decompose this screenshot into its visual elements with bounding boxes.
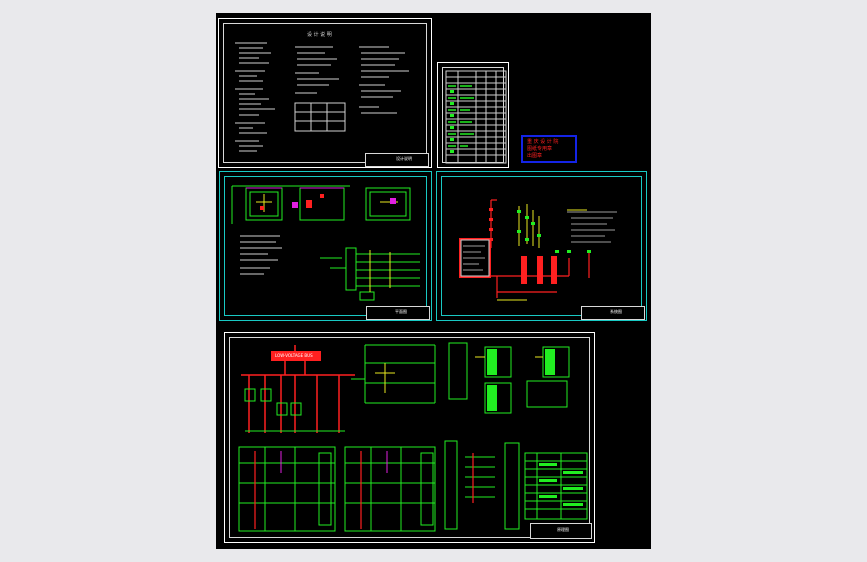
stamp-line-3: 出图章 (527, 153, 543, 159)
sheet-system[interactable]: 系统图 (436, 171, 647, 321)
stamp-line-1: 重 庆 设 计 院 (527, 139, 559, 145)
sheet-legend[interactable] (437, 62, 509, 168)
sheet-plan[interactable]: 平面图 (219, 171, 432, 321)
sheet-inner-border (229, 337, 590, 538)
title-block-name: 设计说明 (396, 156, 412, 161)
sheet-inner-border (223, 23, 427, 163)
plan-drawing (231, 185, 420, 301)
title-block: 设计说明 (365, 153, 429, 167)
title-block: 平面图 (366, 306, 430, 320)
system-drawing (459, 199, 617, 301)
title-block-name: 系统图 (610, 309, 622, 314)
sheet-schematic[interactable]: LOW-VOLTAGE BUS 原理图 (224, 332, 595, 543)
title-block-name: 原理图 (557, 527, 569, 532)
sheet-inner-border (224, 176, 427, 316)
title-block: 原理图 (530, 523, 592, 539)
design-stamp: 重 庆 设 计 院 图纸专用章 出图章 (521, 135, 577, 163)
notes-text-lines (235, 42, 409, 152)
bus-box (271, 351, 321, 361)
schematic-drawing (238, 342, 588, 532)
sheet-inner-border (441, 176, 642, 316)
legend-table (445, 70, 507, 164)
title-block-name: 平面图 (395, 309, 407, 314)
bus-label: LOW-VOLTAGE BUS (275, 353, 313, 358)
sheet-design-notes[interactable]: 设 计 说 明 (218, 18, 432, 168)
equipment-table (524, 452, 588, 520)
notes-heading: 设 计 说 明 (307, 32, 332, 38)
notes-table (294, 102, 346, 132)
stamp-line-2: 图纸专用章 (527, 146, 553, 152)
drawing-canvas[interactable]: 设 计 说 明 (216, 13, 651, 549)
title-block: 系统图 (581, 306, 645, 320)
